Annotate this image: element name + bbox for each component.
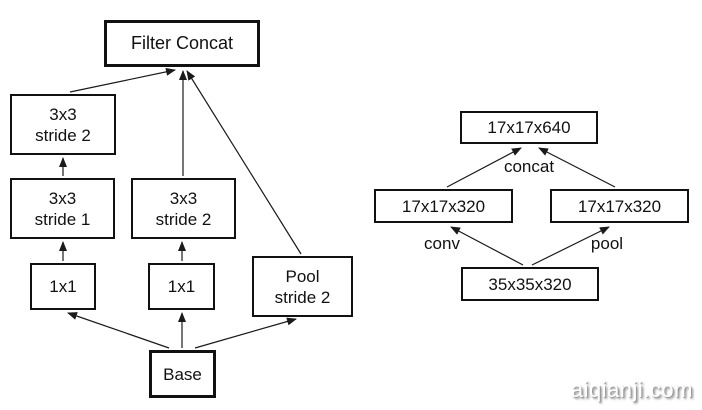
node-rightbranch-17x17x320: 17x17x320 <box>550 189 689 223</box>
node-1x1-left: 1x1 <box>30 263 96 310</box>
node-filter-concat: Filter Concat <box>104 20 260 67</box>
edge-base-to-pool <box>194 317 297 349</box>
edge-input-to-leftbranch <box>450 226 524 266</box>
edge-label-pool: pool <box>590 234 624 253</box>
watermark-text: aiqianji.com <box>570 377 693 402</box>
edge-rightbranch-to-output <box>538 147 616 188</box>
edge-pool-to-filterconcat <box>186 70 302 255</box>
edge-leftbranch-to-output <box>446 147 522 188</box>
edge-label-conv: conv <box>424 234 460 253</box>
node-3x3-stride1: 3x3 stride 1 <box>10 178 115 239</box>
node-pool-stride2: Pool stride 2 <box>252 256 353 317</box>
node-3x3-stride2-left: 3x3 stride 2 <box>10 94 116 155</box>
edge-input-to-rightbranch <box>531 226 610 266</box>
node-output-17x17x640: 17x17x640 <box>460 111 598 144</box>
node-3x3-stride2-mid: 3x3 stride 2 <box>131 178 236 239</box>
edge-base-to-1x1left <box>67 312 170 349</box>
node-1x1-mid: 1x1 <box>148 263 215 310</box>
edge-label-concat: concat <box>503 157 555 176</box>
node-input-35x35x320: 35x35x320 <box>461 267 599 301</box>
edge-3x3s2left-to-filterconcat <box>69 67 176 93</box>
node-base: Base <box>149 350 216 398</box>
node-leftbranch-17x17x320: 17x17x320 <box>374 189 513 223</box>
